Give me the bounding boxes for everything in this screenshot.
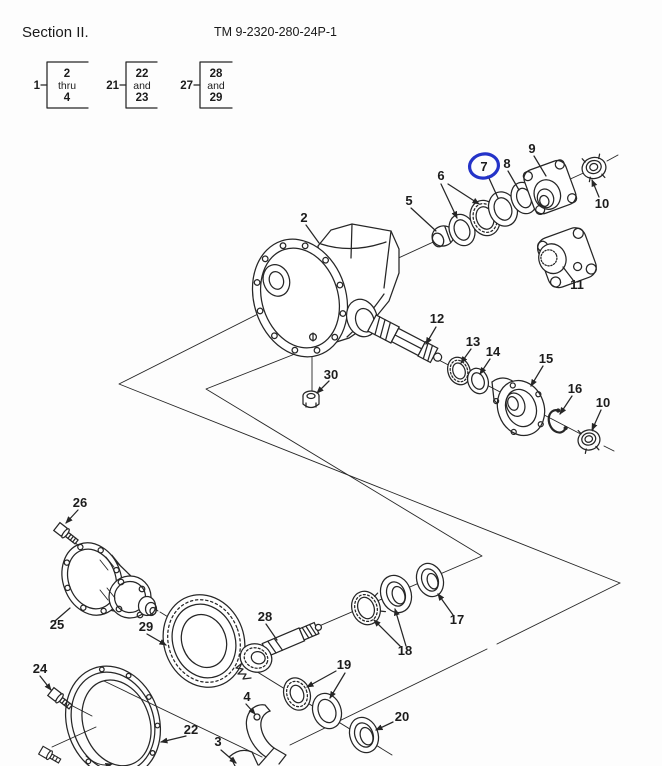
part-10-nut-lower (577, 425, 601, 455)
part-26-bolt (52, 521, 79, 545)
figure-ref-middle: and (133, 80, 151, 92)
callout-30: 30 (324, 367, 338, 382)
callout-17: 17 (450, 612, 464, 627)
figure-ref-top: 2 (64, 68, 70, 80)
part-11-yoke (536, 227, 597, 289)
part-18-bearing-outer (379, 574, 413, 614)
callout-12: 12 (430, 311, 444, 326)
figure-ref-top: 28 (210, 68, 223, 80)
part-15-flange (491, 377, 546, 437)
callout-22: 22 (184, 722, 198, 737)
part-29-ring-gear (162, 594, 246, 688)
callout-15: 15 (539, 351, 553, 366)
cover-bolt (37, 745, 62, 764)
figure-ref-group-1: 1 2 thru 4 (34, 61, 89, 109)
part-22-cover (64, 665, 162, 766)
section-label: Section II. (22, 24, 89, 41)
callout-4: 4 (243, 689, 251, 704)
callout-8: 8 (503, 156, 510, 171)
callout-9: 9 (528, 141, 535, 156)
part-5-nut (431, 225, 455, 248)
callout-20: 20 (395, 709, 409, 724)
part-2-housing (251, 223, 400, 358)
callout-labels: 2 5 6 7 8 9 10 11 12 13 14 15 16 10 30 2… (33, 141, 610, 749)
figure-ref-group-27: 27 28 and 29 (180, 61, 233, 109)
callout-3: 3 (214, 734, 221, 749)
callout-10-upper: 10 (595, 196, 609, 211)
callout-18: 18 (398, 643, 412, 658)
part-9-flange (522, 159, 578, 216)
part-25-diff-case (61, 542, 158, 619)
part-24-bolt (46, 686, 73, 710)
figure-ref-middle: thru (58, 80, 76, 92)
callout-11: 11 (570, 277, 584, 292)
callout-13: 13 (466, 334, 480, 349)
leader-lines (39, 155, 602, 764)
part-19-bearing-cup (311, 692, 343, 730)
part-10-nut-upper (581, 153, 607, 183)
highlight-circle-7 (467, 152, 501, 180)
part-20-seal (348, 716, 380, 754)
callout-7-highlighted: 7 (480, 159, 487, 174)
part-17-seal (415, 562, 445, 598)
tm-number: TM 9-2320-280-24P-1 (214, 25, 337, 39)
callout-29: 29 (139, 619, 153, 634)
callout-28: 28 (258, 609, 272, 624)
callout-5: 5 (405, 193, 412, 208)
figure-ref-middle: and (207, 80, 225, 92)
part-7-ring (487, 191, 519, 227)
callout-16: 16 (568, 381, 582, 396)
part-4-bearing-cap (245, 704, 287, 766)
figure-ref-item: 1 (34, 80, 41, 92)
figure-ref-item: 21 (106, 80, 119, 92)
callout-14: 14 (486, 344, 501, 359)
figure-ref-bottom: 29 (210, 92, 223, 104)
figure-ref-bottom: 4 (64, 92, 71, 104)
callout-10-lower: 10 (596, 395, 610, 410)
figure-ref-bottom: 23 (136, 92, 149, 104)
figure-ref-group-21: 21 22 and 23 (106, 61, 158, 109)
callout-19: 19 (337, 657, 351, 672)
part-18-bearing-inner (350, 590, 387, 626)
part-30-plug (302, 390, 320, 409)
part-12-shaft (367, 314, 443, 364)
part-13-bearing (446, 356, 472, 386)
part-28-pinion (235, 621, 323, 680)
callout-26: 26 (73, 495, 87, 510)
part-19-bearing-cage (282, 677, 312, 711)
figure-ref-top: 22 (136, 68, 149, 80)
callout-24: 24 (33, 661, 48, 676)
callout-6: 6 (437, 168, 444, 183)
callout-2: 2 (300, 210, 307, 225)
callout-25: 25 (50, 617, 64, 632)
figure-ref-item: 27 (180, 80, 193, 92)
